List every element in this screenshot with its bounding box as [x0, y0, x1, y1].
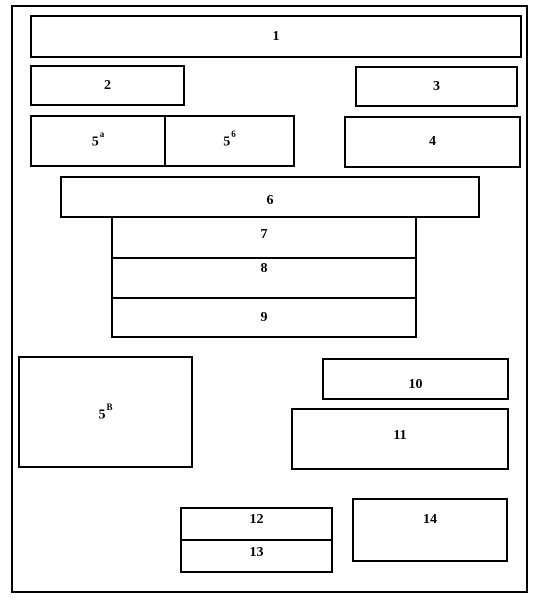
- box-13: 13: [180, 539, 333, 573]
- box-4-label: 4: [429, 134, 436, 149]
- box-7-label: 7: [260, 226, 268, 242]
- box-2-label: 2: [104, 77, 111, 93]
- box-2: 2: [30, 65, 185, 106]
- box-13-label: 13: [249, 545, 264, 560]
- box-5c: 5B: [18, 356, 193, 468]
- box-14-label: 14: [423, 512, 437, 527]
- box-11: 11: [291, 408, 509, 470]
- box-5b: 56: [164, 115, 295, 167]
- box-4: 4: [344, 116, 521, 168]
- box-1: 1: [30, 15, 522, 58]
- box-14: 14: [352, 498, 508, 562]
- box-3-label: 3: [433, 78, 440, 94]
- box-1-label: 1: [272, 28, 280, 44]
- box-11-label: 11: [393, 428, 407, 443]
- box-9: 9: [111, 297, 417, 338]
- box-5c-label: 5B: [98, 401, 113, 423]
- box-12: 12: [180, 507, 333, 541]
- box-12-label: 12: [249, 512, 264, 527]
- box-6-label: 6: [266, 193, 274, 208]
- box-5b-label: 56: [223, 128, 236, 150]
- box-5c-superscript: B: [106, 401, 113, 412]
- box-8: 8: [111, 257, 417, 299]
- diagram-frame: [11, 5, 528, 593]
- box-5b-superscript: 6: [231, 128, 236, 139]
- box-5a-label: 5a: [91, 128, 105, 150]
- box-9-label: 9: [260, 309, 268, 325]
- box-6: 6: [60, 176, 480, 218]
- box-10: 10: [322, 358, 509, 400]
- box-5a: 5a: [30, 115, 166, 167]
- box-3: 3: [355, 66, 518, 107]
- box-8-label: 8: [260, 261, 268, 276]
- box-5a-superscript: a: [99, 128, 105, 139]
- box-10-label: 10: [408, 377, 423, 392]
- box-7: 7: [111, 216, 417, 259]
